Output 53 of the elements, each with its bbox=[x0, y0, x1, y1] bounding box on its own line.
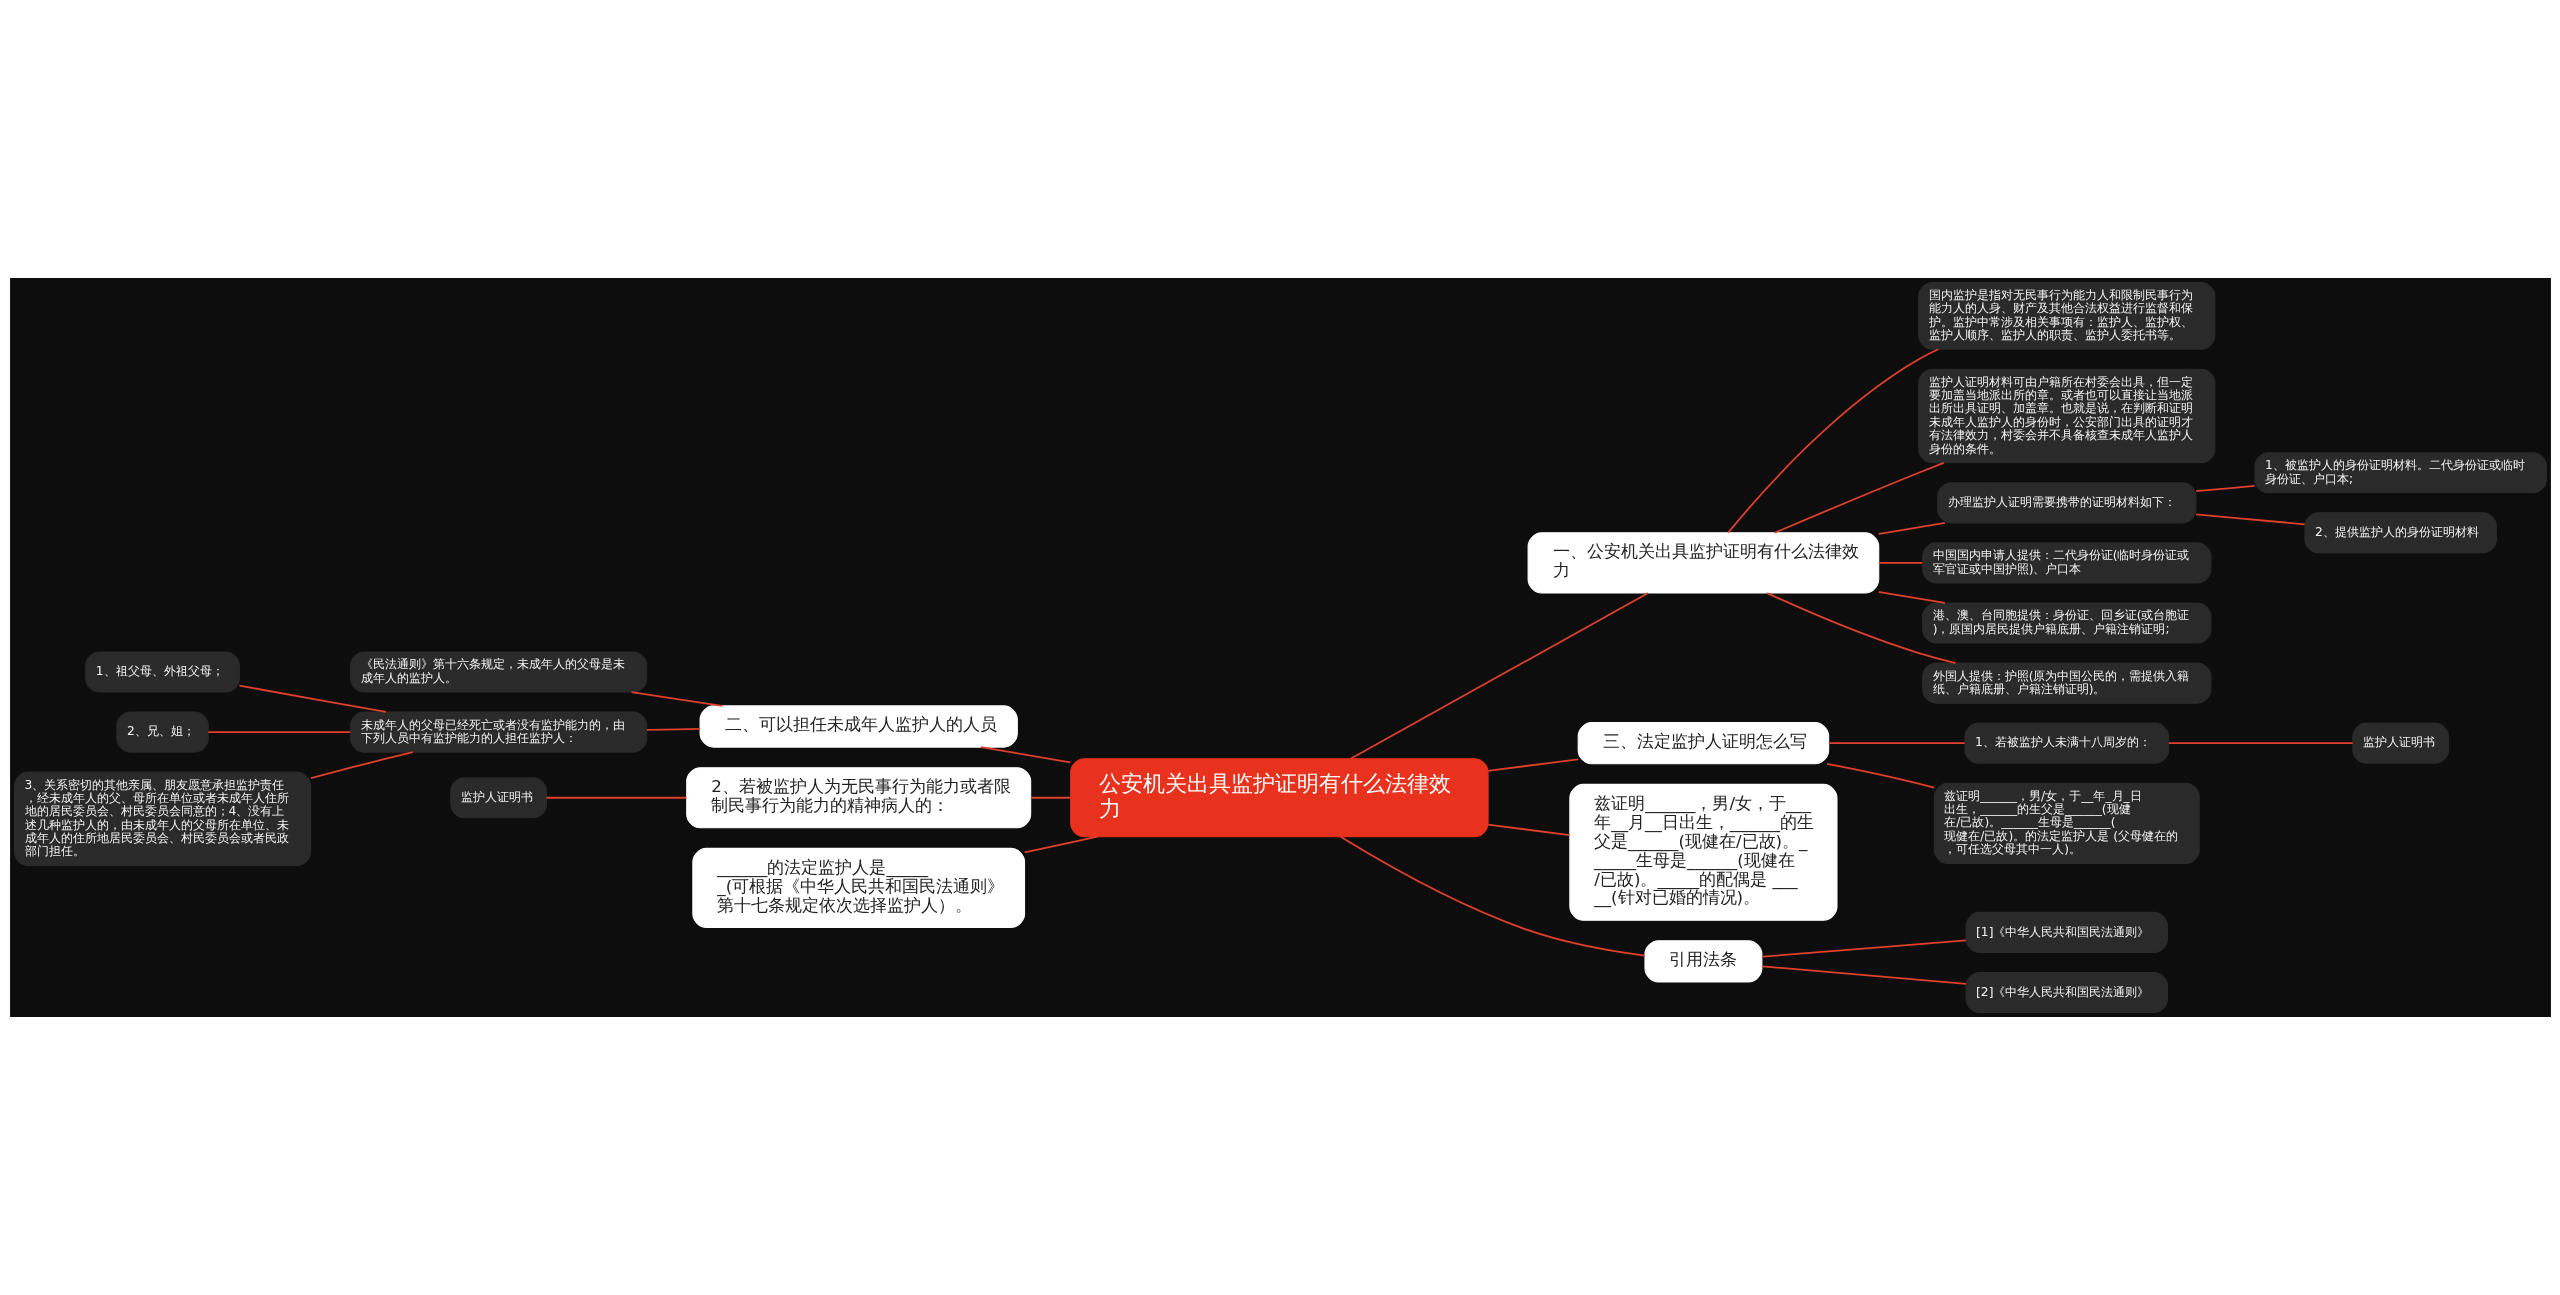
node-box: 3、关系密切的其他亲属、朋友愿意承担监护责任，经未成年人的父、母所在单位或者未成年人住所地的居民委员会、村民委员会同意的；4、没有上述几种监护人的，由未成年人的父母所在单位、未成年人的住所地居民委员会、村民委员会或者民政部门担任。 bbox=[13, 771, 311, 867]
connector bbox=[238, 684, 387, 713]
node-box: 二、可以担任未成年人监护人的人员 bbox=[699, 705, 1018, 748]
node-box: 一、公安机关出具监护证明有什么法律效力 bbox=[1527, 532, 1879, 594]
node-box: 中国国内申请人提供：二代身份证(临时身份证或军官证或中国护照)、户口本 bbox=[1921, 542, 2211, 584]
node-box: 1、若被监护人未满十八周岁的： bbox=[1963, 722, 2169, 764]
node-box: 监护人证明书 bbox=[2351, 722, 2449, 764]
node-box: 引用法条 bbox=[1643, 940, 1762, 983]
node-box: ______的法定监护人是______(可根据《中华人民共和国民法通则》第十七条规定依次选择监护人）。 bbox=[691, 847, 1025, 928]
connector bbox=[2194, 485, 2255, 493]
connector bbox=[1773, 461, 1945, 534]
node-box: 2、兄、姐； bbox=[115, 711, 209, 753]
connector bbox=[1760, 965, 1967, 985]
connector bbox=[1877, 591, 1946, 604]
connector bbox=[309, 751, 414, 779]
node-box: 1、被监护人的身份证明材料。二代身份证或临时身份证、户口本; bbox=[2253, 452, 2547, 494]
node-box: 办理监护人证明需要携带的证明材料如下： bbox=[1936, 482, 2196, 524]
node-box: 监护人证明材料可由户籍所在村委会出具，但一定要加盖当地派出所的章。或者也可以直接让当地派出所出具证明、加盖章。也就是说，在判断和证明未成年人监护人的身份时，公安部门出具的证明才有法律效力，村委会并不具备核查未成年人监护人身份的条件。 bbox=[1917, 368, 2215, 464]
connector bbox=[206, 731, 351, 733]
connector bbox=[1877, 562, 1923, 564]
node-box: 公安机关出具监护证明有什么法律效力 bbox=[1069, 758, 1489, 838]
connector bbox=[1486, 823, 1570, 836]
node-box: 三、法定监护人证明怎么写 bbox=[1577, 722, 1829, 765]
node-box: 1、祖父母、外祖父母； bbox=[84, 651, 240, 693]
node-box: 兹证明______，男/女，于__年_月_日出生，______的生父是______(现健在/已故)。______生母是______(现健在/已故)。的法定监护人是 (父母健在的，可任选父母其中一人)。 bbox=[1933, 782, 2200, 864]
node-box: 港、澳、台同胞提供：身份证、回乡证(或台胞证)，原国内居民提供户籍底册、户籍注销证明; bbox=[1921, 602, 2211, 644]
connector bbox=[2194, 513, 2305, 526]
node-box: 《民法通则》第十六条规定，未成年人的父母是未成年人的监护人。 bbox=[349, 651, 647, 693]
node-box: 2、若被监护人为无民事行为能力或者限制民事行为能力的精神病人的： bbox=[685, 767, 1031, 829]
node-box: 监护人证明书 bbox=[449, 777, 547, 819]
connector bbox=[1827, 742, 1966, 745]
connector bbox=[1486, 758, 1579, 772]
connector bbox=[979, 746, 1071, 764]
connector bbox=[1029, 796, 1071, 799]
node-box: 2、提供监护人的身份证明材料 bbox=[2303, 512, 2497, 554]
connector bbox=[630, 691, 723, 707]
connector bbox=[2167, 742, 2354, 745]
connector bbox=[1877, 522, 1946, 535]
connector bbox=[1726, 348, 1939, 534]
connector bbox=[545, 796, 687, 799]
node-box: [1]《中华人民共和国民法通则》 bbox=[1965, 911, 2168, 953]
connector bbox=[645, 728, 701, 731]
connector bbox=[1349, 592, 1649, 760]
node-box: 兹证明______，男/女，于___年__月__日出生，______的生父是______(现健在/已故)。______生母是______(现健在/已故)。_____的配偶是 _____(针对已婚的情况)。 bbox=[1568, 783, 1838, 921]
node-box: 国内监护是指对无民事行为能力人和限制民事行为能力人的人身、财产及其他合法权益进行监督和保护。监护中常涉及相关事项有：监护人、监护权、监护人顺序、监护人的职责、监护人委托书等。 bbox=[1917, 281, 2215, 350]
node-box: 外国人提供：护照(原为中国公民的，需提供入籍纸、户籍底册、户籍注销证明)。 bbox=[1921, 662, 2211, 704]
node-box: 未成年人的父母已经死亡或者没有监护能力的，由下列人员中有监护能力的人担任监护人： bbox=[349, 711, 647, 753]
connector bbox=[1765, 592, 1956, 664]
connector bbox=[1023, 835, 1098, 854]
connector bbox=[1760, 939, 1967, 958]
node-box: [2]《中华人民共和国民法通则》 bbox=[1965, 971, 2168, 1014]
connector bbox=[1825, 763, 1935, 789]
connector bbox=[1339, 835, 1646, 957]
